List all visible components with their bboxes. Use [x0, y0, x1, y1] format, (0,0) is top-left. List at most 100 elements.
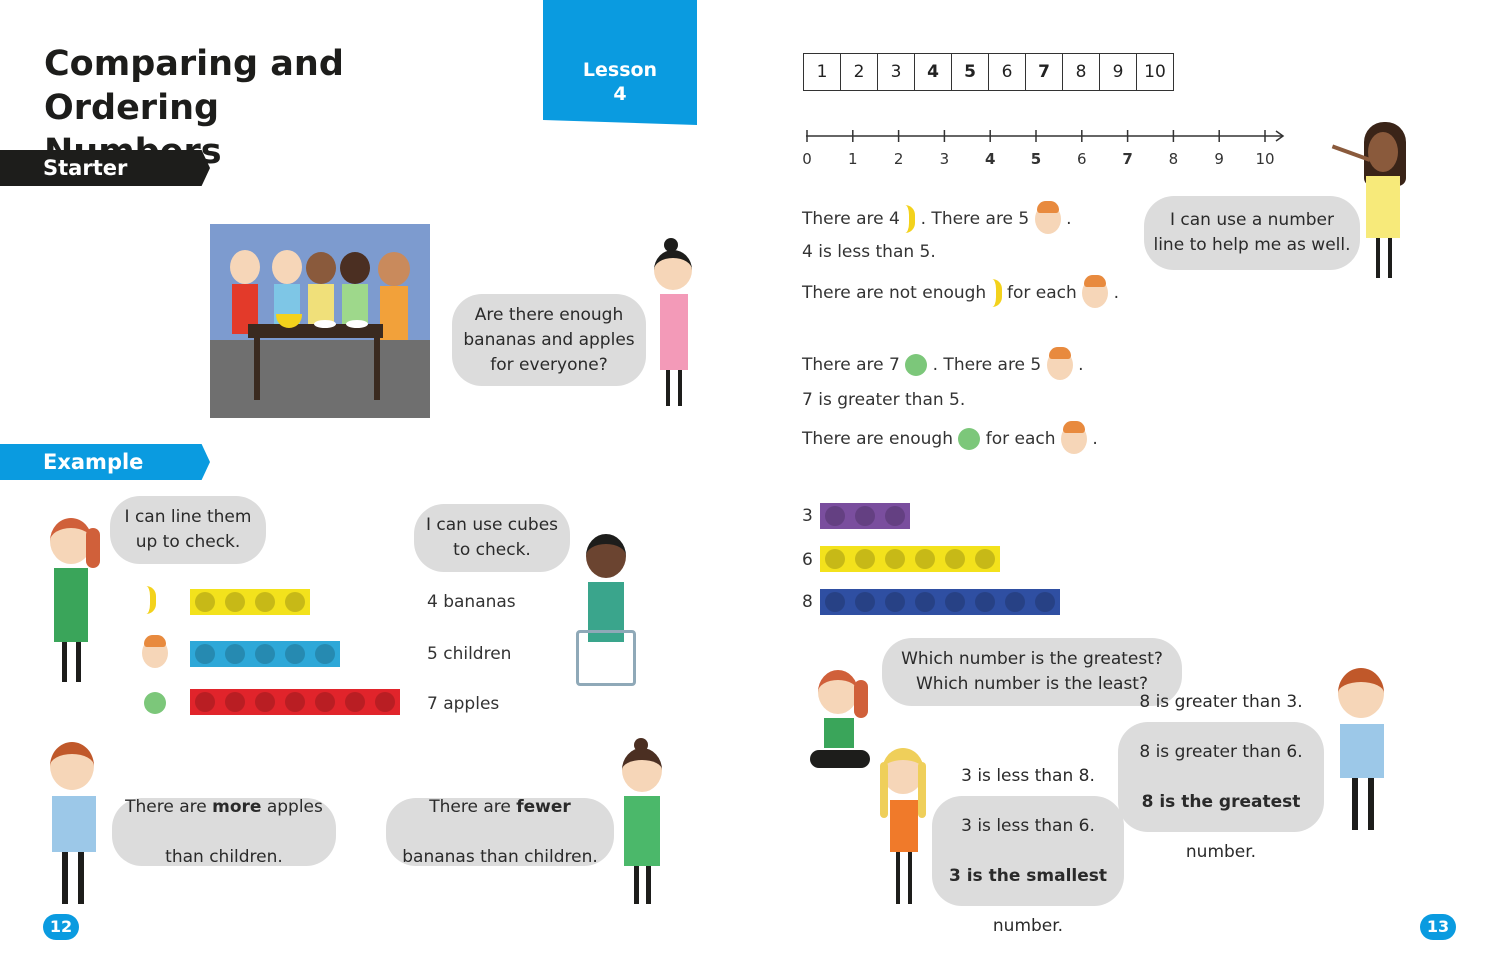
child-face-icon	[142, 635, 168, 668]
girl-ponytail-illustration	[46, 518, 104, 684]
sentence-5: 7 is greater than 5.	[802, 390, 966, 410]
question-text: Which number is the greatest? Which numb…	[901, 649, 1163, 694]
banana-icon	[146, 586, 156, 614]
apple-icon	[905, 354, 928, 376]
s1-c: .	[1066, 209, 1072, 229]
number-line-bubble: I can use a number line to help me as we…	[1144, 196, 1360, 270]
child-face-icon	[1060, 421, 1087, 454]
cube	[850, 546, 880, 572]
cubes-bar-8	[820, 589, 1060, 615]
girl-pointing-illustration	[1330, 122, 1410, 280]
number-line-label: 10	[1255, 150, 1274, 168]
number-grid-cell: 4	[915, 54, 952, 90]
cube	[310, 641, 340, 667]
cube	[1030, 589, 1060, 615]
cube	[220, 589, 250, 615]
lesson-tab: Lesson 4	[543, 0, 697, 125]
number-grid-cell: 1	[804, 54, 841, 90]
bar-label-6: 6	[802, 550, 813, 570]
number-grid-cell: 8	[1063, 54, 1100, 90]
greatest-l2: 8 is greater than 6.	[1139, 741, 1303, 762]
more-bold: more	[212, 796, 262, 817]
cube	[250, 689, 280, 715]
cubes-bubble: I can use cubes to check.	[414, 504, 570, 572]
number-grid-cell: 6	[989, 54, 1026, 90]
number-line-label: 0	[802, 150, 812, 168]
number-grid-cell: 7	[1026, 54, 1063, 90]
question-bubble: Which number is the greatest? Which numb…	[882, 638, 1182, 706]
page-number-right: 13	[1420, 914, 1456, 940]
number-line-label: 9	[1214, 150, 1224, 168]
cube	[970, 546, 1000, 572]
cube	[940, 546, 970, 572]
bar-label-8: 8	[802, 592, 813, 612]
cubes-text: I can use cubes to check.	[425, 515, 559, 560]
s4-a: There are 7	[802, 355, 900, 375]
greatest-l1: 8 is greater than 3.	[1139, 691, 1303, 712]
cube	[190, 641, 220, 667]
cubes-bar-3	[820, 503, 910, 529]
greatest-bubble: 8 is greater than 3. 8 is greater than 6…	[1118, 692, 1324, 862]
sentence-6: There are enough for each .	[802, 421, 1098, 454]
s1-a: There are 4	[802, 209, 900, 229]
cube	[310, 689, 340, 715]
s3-b: for each	[1007, 283, 1077, 303]
boy-curly-hair-illustration	[44, 742, 104, 906]
apple-cubes	[190, 689, 400, 715]
sentence-4: There are 7 . There are 5 .	[802, 347, 1083, 380]
s4-b: . There are 5	[932, 355, 1042, 375]
number-line-label: 6	[1077, 150, 1087, 168]
girl-pink-dress-illustration	[654, 238, 694, 408]
smallest-l3: 3 is the smallest	[948, 865, 1108, 886]
s3-a: There are not enough	[802, 283, 987, 303]
cube	[190, 589, 220, 615]
cube	[970, 589, 1000, 615]
cube	[820, 546, 850, 572]
apple-icon	[144, 692, 166, 714]
sentence-1: There are 4 . There are 5 .	[802, 201, 1072, 234]
girl-wheelchair-illustration	[574, 534, 640, 690]
banana-cubes	[190, 589, 310, 615]
s3-c: .	[1113, 283, 1120, 303]
boy-curly-hair-right-illustration	[1332, 668, 1396, 832]
girl-blonde-illustration	[880, 748, 928, 906]
girl-green-dress-illustration	[620, 738, 666, 906]
fewer-line2: bananas than children.	[402, 846, 598, 867]
cube	[250, 589, 280, 615]
cube	[190, 689, 220, 715]
smallest-l4: number.	[992, 915, 1064, 936]
cubes-bar-6	[820, 546, 1000, 572]
number-line-label: 1	[848, 150, 858, 168]
cube	[880, 546, 910, 572]
cube	[1000, 589, 1030, 615]
cube	[280, 589, 310, 615]
title-line-1: Comparing and Ordering	[44, 44, 344, 128]
number-grid-cell: 5	[952, 54, 989, 90]
starter-question-text: Are there enough bananas and apples for …	[463, 304, 635, 375]
cube	[220, 689, 250, 715]
s6-b: for each	[985, 429, 1056, 449]
more-line2: than children.	[165, 846, 283, 867]
children-table-illustration	[210, 224, 430, 418]
lesson-number: 4	[613, 83, 627, 105]
starter-banner: Starter	[0, 150, 210, 186]
number-line-label: 5	[1031, 150, 1041, 168]
cube	[850, 589, 880, 615]
number-line-label: 2	[894, 150, 904, 168]
child-face-icon	[1082, 275, 1109, 308]
cube	[880, 589, 910, 615]
cube	[820, 589, 850, 615]
cube	[910, 589, 940, 615]
cube	[340, 689, 370, 715]
s1-b: . There are 5	[920, 209, 1030, 229]
cube	[940, 589, 970, 615]
row-label-children: 5 children	[427, 644, 512, 664]
banana-icon	[992, 279, 1002, 307]
more-apples-bubble: There are more apples than children.	[112, 796, 336, 867]
smallest-l1: 3 is less than 8.	[961, 765, 1095, 786]
number-grid-cell: 9	[1100, 54, 1137, 90]
number-grid-cell: 2	[841, 54, 878, 90]
row-label-bananas: 4 bananas	[427, 592, 516, 612]
